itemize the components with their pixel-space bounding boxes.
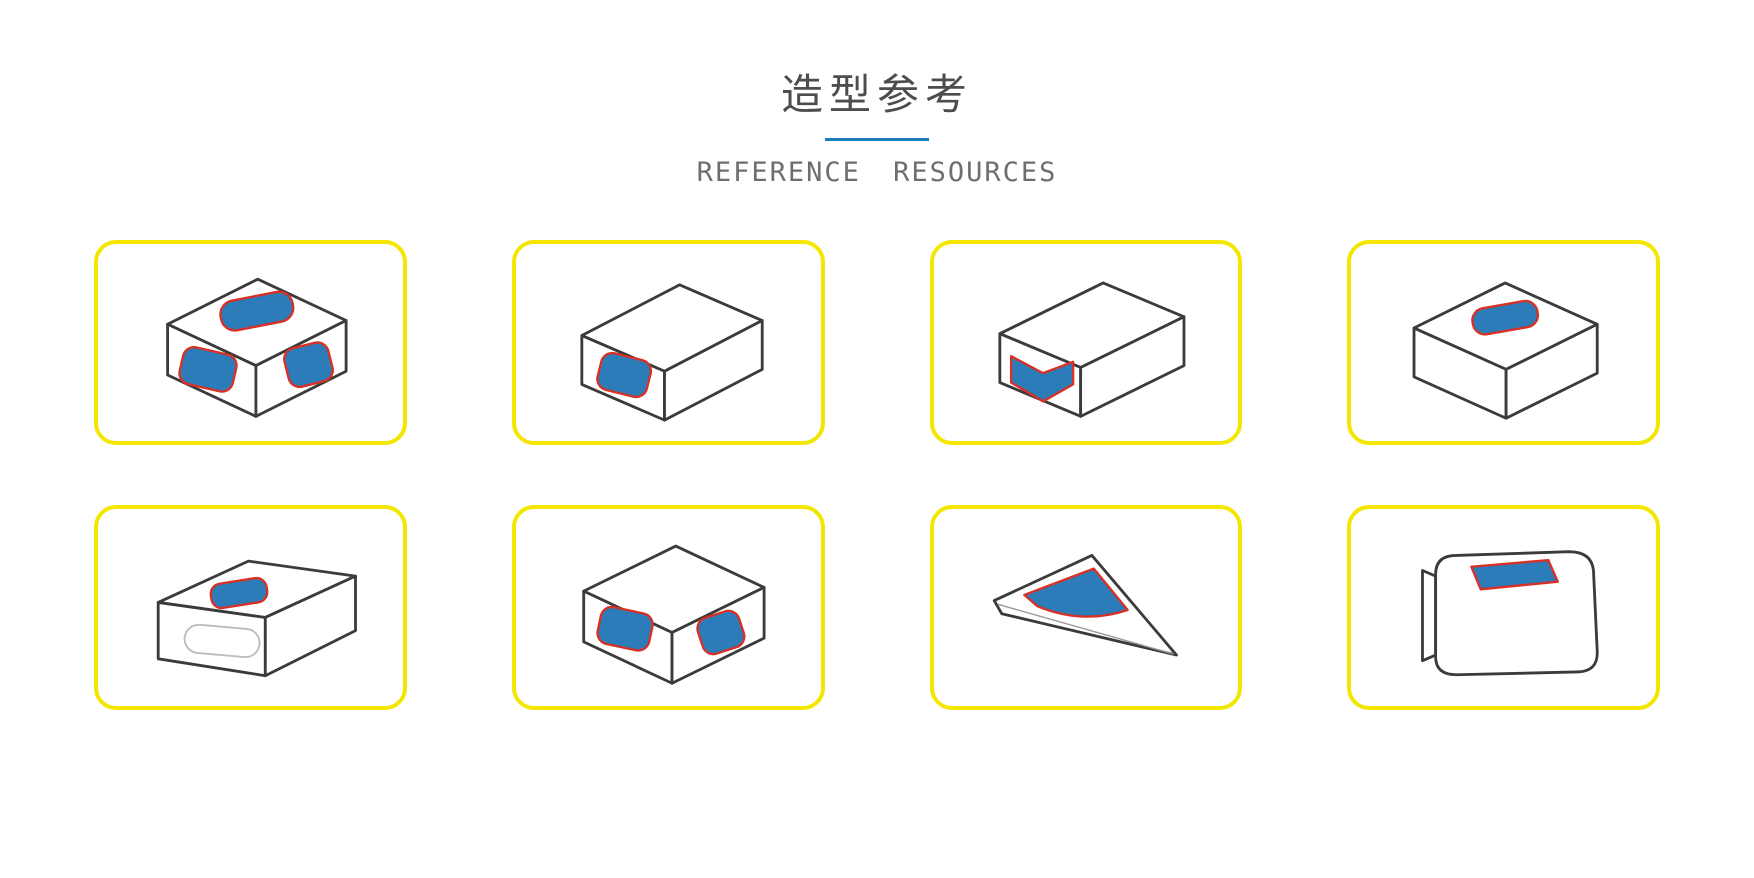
reference-card-5	[94, 505, 407, 711]
pouch-top-window-icon	[1421, 550, 1599, 677]
page-title: 造型参考	[780, 71, 973, 118]
blue-windows	[1009, 355, 1074, 403]
reference-card-8	[1347, 505, 1660, 711]
title-divider	[825, 138, 929, 142]
blue-windows	[1471, 299, 1540, 336]
blue-windows	[596, 605, 746, 656]
reference-card-6	[511, 505, 825, 711]
blue-windows	[1470, 559, 1560, 591]
wedge-box-top-window-icon	[992, 554, 1178, 657]
box-front-chevron-window-icon	[998, 281, 1185, 418]
page-subtitle: REFERENCE RESOURCES	[696, 157, 1058, 189]
box-two-side-windows-icon	[582, 544, 766, 685]
reference-card-3	[929, 240, 1243, 446]
reference-card-4	[1347, 240, 1660, 446]
header: 造型参考 REFERENCE RESOURCES	[0, 0, 1754, 188]
blue-windows	[596, 351, 652, 399]
reference-card-2	[511, 240, 825, 446]
reference-grid	[94, 240, 1660, 711]
diecut-outline	[183, 623, 261, 659]
box-top-window-two-side-windows-icon	[166, 277, 348, 418]
box-top-window-front-diecut-icon	[156, 559, 358, 678]
blue-windows	[1022, 567, 1129, 618]
box-outline	[998, 281, 1185, 418]
reference-card-1	[94, 240, 407, 446]
blue-windows	[209, 576, 269, 610]
blue-windows	[178, 290, 335, 393]
reference-card-7	[929, 505, 1243, 711]
box-top-window-icon	[1412, 281, 1599, 420]
box-front-window-icon	[580, 283, 764, 422]
